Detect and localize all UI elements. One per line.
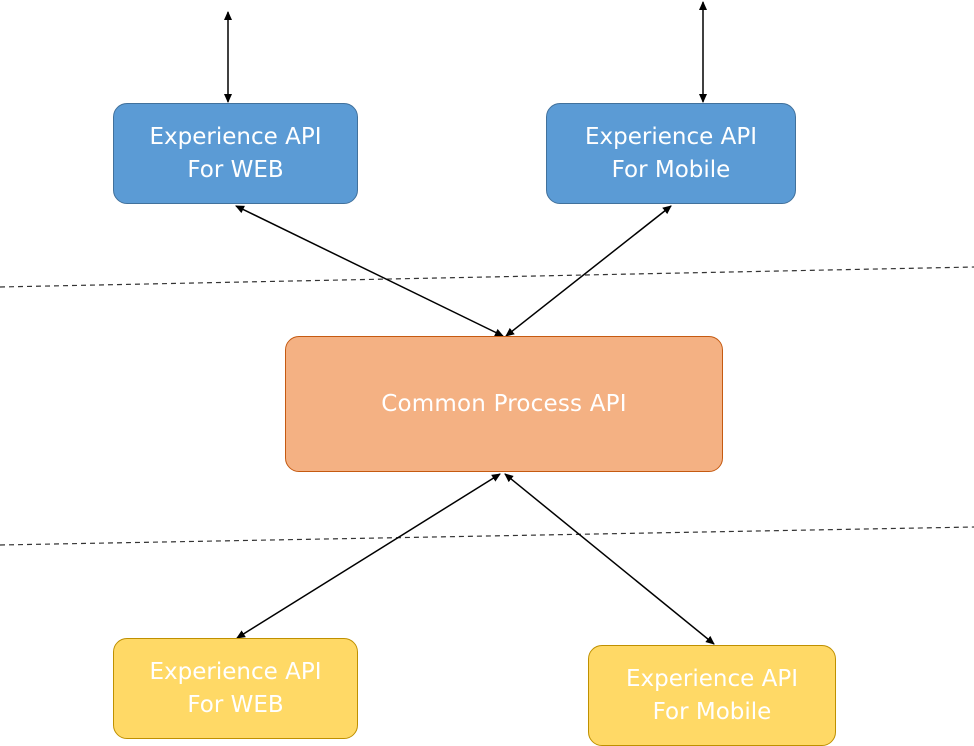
bottom-api-web-subtitle: For WEB — [187, 691, 284, 718]
experience-api-web-subtitle: For WEB — [187, 156, 284, 183]
bottom-api-web-title: Experience API — [149, 659, 322, 686]
connector-process-to-bottom-web — [236, 473, 501, 639]
connector-web-to-process — [235, 205, 504, 337]
experience-api-mobile-subtitle: For Mobile — [611, 156, 731, 183]
bottom-api-mobile-subtitle: For Mobile — [652, 698, 772, 725]
experience-api-mobile-title: Experience API — [585, 124, 757, 151]
connector-mobile-to-process — [505, 205, 672, 337]
layer-divider-upper — [0, 266, 974, 288]
experience-api-web-node: Experience API For WEB — [113, 103, 358, 204]
bottom-api-web-node: Experience API For WEB — [113, 638, 358, 739]
connector-process-to-bottom-mobile — [504, 473, 715, 645]
bottom-api-mobile-node: Experience API For Mobile — [588, 645, 836, 746]
common-process-api-label: Common Process API — [381, 390, 627, 417]
common-process-api-node: Common Process API — [285, 336, 723, 472]
bottom-api-mobile-title: Experience API — [626, 666, 798, 693]
experience-api-web-title: Experience API — [149, 124, 322, 151]
layer-divider-lower — [0, 526, 974, 546]
experience-api-mobile-node: Experience API For Mobile — [546, 103, 796, 204]
